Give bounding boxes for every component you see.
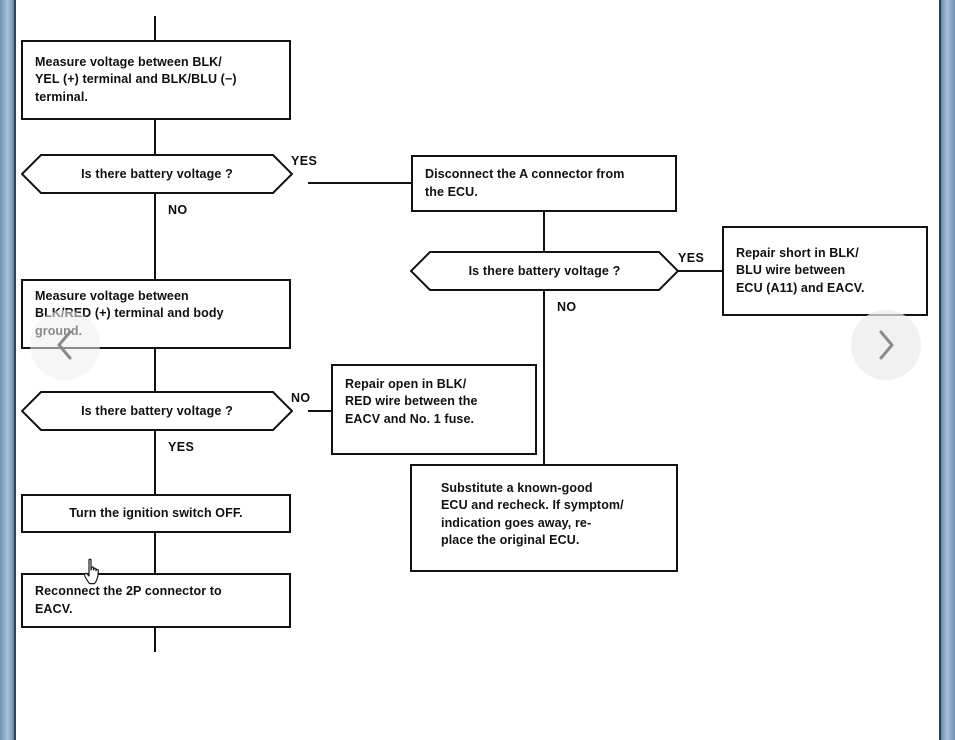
flow-node-ignition-off[interactable]: Turn the ignition switch OFF. — [21, 494, 291, 533]
connector-d1-yes-horizontal — [308, 182, 412, 184]
connector-top-stub — [154, 16, 156, 42]
connector-d2-yes-horizontal — [677, 270, 723, 272]
branch-label-d2-no: NO — [557, 300, 577, 314]
page-sheet: Measure voltage between BLK/ YEL (+) ter… — [18, 0, 928, 740]
viewer-left-rail — [0, 0, 16, 740]
branch-label-d3-yes: YES — [168, 440, 195, 454]
previous-page-button[interactable] — [30, 310, 100, 380]
connector-n7-n8 — [154, 533, 156, 573]
connector-d3-no-horizontal-2 — [314, 410, 332, 412]
flow-node-measure-blk-yel[interactable]: Measure voltage between BLK/ YEL (+) ter… — [21, 40, 291, 120]
flow-node-text: Turn the ignition switch OFF. — [69, 505, 243, 520]
flow-node-text: Repair open in BLK/ RED wire between the… — [345, 377, 478, 426]
flow-decision-text: Is there battery voltage ? — [81, 167, 233, 181]
branch-label-d3-no: NO — [291, 391, 311, 405]
connector-n8-bottom — [154, 628, 156, 652]
flow-node-text: Repair short in BLK/ BLU wire between EC… — [736, 246, 865, 295]
flow-node-text: Substitute a known-good ECU and recheck.… — [441, 481, 624, 547]
connector-n4-d3 — [154, 348, 156, 393]
branch-label-d1-no: NO — [168, 203, 188, 217]
flow-node-text: Disconnect the A connector from the ECU. — [425, 167, 625, 199]
flow-node-text: Measure voltage between BLK/ YEL (+) ter… — [35, 55, 237, 104]
flow-decision-battery-voltage-1[interactable]: Is there battery voltage ? — [21, 154, 293, 194]
flow-decision-text: Is there battery voltage ? — [468, 264, 621, 278]
branch-label-d2-yes: YES — [678, 251, 705, 265]
flow-node-repair-short-blk-blu[interactable]: Repair short in BLK/ BLU wire between EC… — [722, 226, 928, 316]
flow-node-repair-open-blk-red[interactable]: Repair open in BLK/ RED wire between the… — [331, 364, 537, 455]
next-page-button[interactable] — [851, 310, 921, 380]
flow-node-reconnect-2p[interactable]: Reconnect the 2P connector to EACV. — [21, 573, 291, 628]
connector-d3-n7 — [154, 428, 156, 494]
flow-node-substitute-ecu[interactable]: Substitute a known-good ECU and recheck.… — [410, 464, 678, 572]
connector-d1-n4 — [154, 190, 156, 282]
connector-n2-d2 — [543, 210, 545, 255]
connector-d2-no-vertical — [543, 288, 545, 464]
chevron-right-icon — [873, 328, 899, 362]
branch-label-d1-yes: YES — [291, 154, 318, 168]
flow-node-disconnect-a-connector[interactable]: Disconnect the A connector from the ECU. — [411, 155, 677, 212]
flow-decision-battery-voltage-3[interactable]: Is there battery voltage ? — [21, 391, 293, 431]
connector-n1-d1 — [154, 118, 156, 156]
flow-decision-battery-voltage-2[interactable]: Is there battery voltage ? — [410, 251, 679, 291]
flow-decision-text: Is there battery voltage ? — [81, 404, 233, 418]
viewer-right-rail — [939, 0, 955, 740]
flow-node-text: Reconnect the 2P connector to EACV. — [35, 584, 222, 616]
chevron-left-icon — [52, 328, 78, 362]
